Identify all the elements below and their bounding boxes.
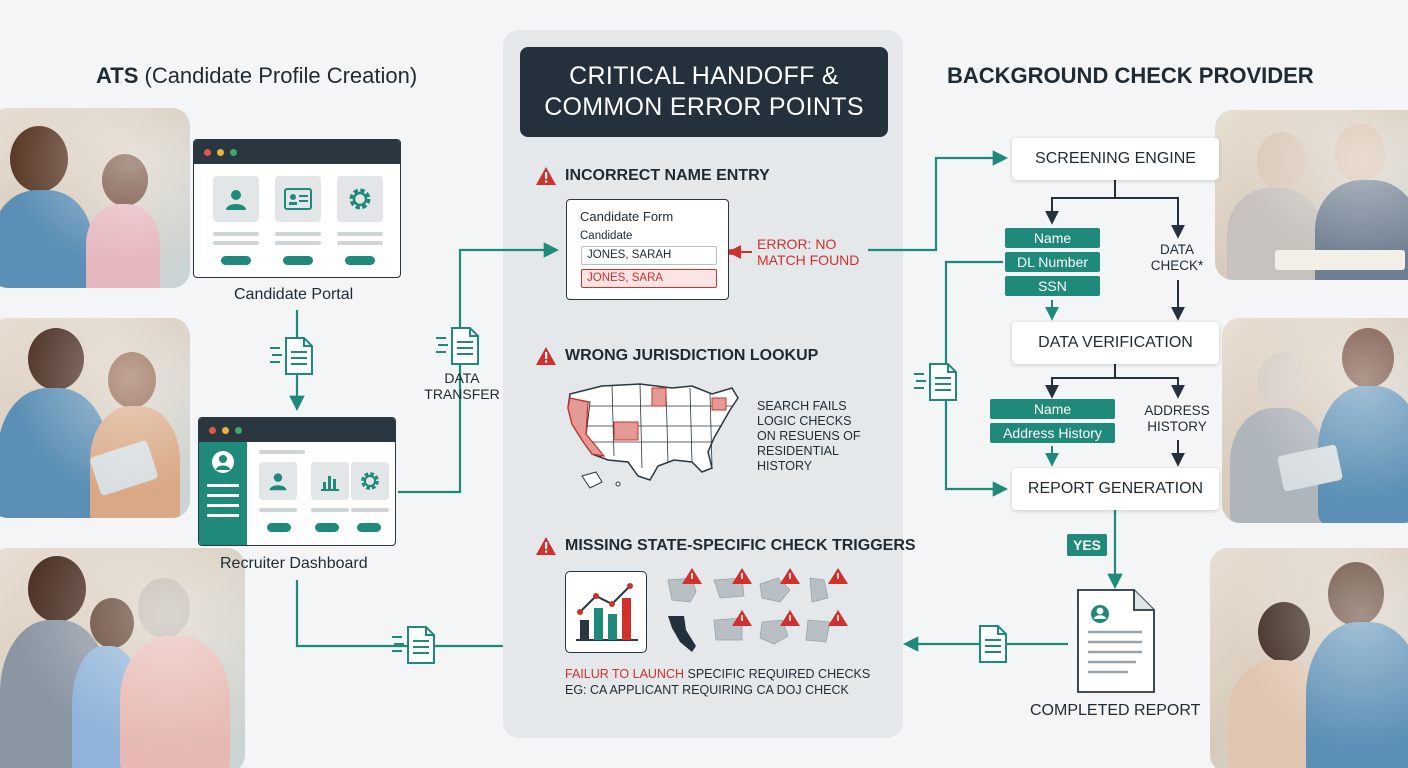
missing-state-desc-line2: EG: CA APPLICANT REQUIRING CA DOJ CHECK (565, 683, 849, 697)
missing-state-desc-red: FAILUR TO LAUNCH (565, 667, 685, 681)
error-no-match-line1: ERROR: NO (757, 236, 837, 252)
center-title-line1: CRITICAL HANDOFF & (569, 62, 839, 90)
state-shapes-grid (667, 568, 848, 652)
error-no-match-label: ERROR: NO MATCH FOUND (757, 236, 859, 268)
error-wrong-jurisdiction-heading: WRONG JURISDICTION LOOKUP (535, 346, 818, 366)
document-transfer-icon (914, 363, 957, 401)
user-icon (213, 176, 259, 222)
recruiter-dashboard-label: Recruiter Dashboard (220, 555, 368, 572)
error-incorrect-name-heading: INCORRECT NAME ENTRY (535, 166, 770, 186)
jurisdiction-desc-line3: ON RESUENS OF (757, 429, 861, 443)
document-transfer-icon (270, 337, 313, 375)
ats-title-rest: (Candidate Profile Creation) (138, 63, 418, 88)
missing-state-desc-rest: SPECIFIC REQUIRED CHECKS (684, 667, 871, 681)
tag-dl-number: DL Number (1005, 252, 1100, 272)
error2-heading-text: WRONG JURISDICTION LOOKUP (565, 347, 819, 364)
center-title: CRITICAL HANDOFF & COMMON ERROR POINTS (520, 47, 888, 137)
bar-chart-icon (565, 571, 647, 653)
data-check-line1: DATA (1159, 242, 1194, 257)
window-titlebar (194, 140, 400, 164)
document-transfer-icon (392, 626, 435, 664)
error1-heading-text: INCORRECT NAME ENTRY (565, 167, 770, 184)
id-card-icon (275, 176, 321, 222)
data-transfer-line1: DATA (444, 370, 480, 386)
error3-heading-text: MISSING STATE-SPECIFIC CHECK TRIGGERS (565, 537, 916, 554)
name-field-error[interactable]: JONES, SARA (581, 269, 717, 288)
error-missing-state-heading: MISSING STATE-SPECIFIC CHECK TRIGGERS (535, 536, 916, 556)
warning-triangle-icon (536, 537, 556, 555)
jurisdiction-desc-line1: SEARCH FAILS (757, 399, 847, 413)
candidate-portal-window (193, 139, 401, 278)
report-generation-box: REPORT GENERATION (1012, 468, 1219, 510)
error-no-match-line2: MATCH FOUND (757, 252, 860, 268)
candidate-form: Candidate Form Candidate JONES, SARAH JO… (566, 199, 729, 300)
completed-report-label: COMPLETED REPORT (1030, 702, 1201, 719)
document-transfer-icon (436, 327, 479, 365)
ats-title-bold: ATS (96, 63, 139, 88)
window-titlebar (199, 418, 395, 442)
jurisdiction-desc-line2: LOGIC CHECKS (757, 414, 852, 428)
data-check-line2: CHECK* (1150, 258, 1204, 273)
tag-name: Name (1005, 228, 1100, 248)
candidate-form-sub: Candidate (580, 230, 633, 242)
data-transfer-line2: TRANSFER (424, 386, 500, 402)
address-history-label: ADDRESS HISTORY (1137, 403, 1217, 435)
chart-icon (311, 462, 349, 500)
candidate-portal-label: Candidate Portal (234, 286, 354, 303)
missing-state-desc: FAILUR TO LAUNCH SPECIFIC REQUIRED CHECK… (565, 666, 870, 698)
gear-icon (351, 462, 389, 500)
data-transfer-label: DATA TRANSFER (412, 370, 512, 402)
photo-nurse-child (0, 108, 190, 288)
jurisdiction-desc-line4: RESIDENTIAL (757, 444, 839, 458)
tag-name-2: Name (990, 399, 1115, 419)
name-field-correct[interactable]: JONES, SARAH (581, 246, 717, 265)
photo-family-tablet (0, 548, 245, 768)
us-map-icon (567, 383, 739, 489)
warning-triangle-icon (536, 167, 556, 185)
ats-title: ATS (Candidate Profile Creation) (96, 63, 417, 89)
user-icon (259, 462, 297, 500)
candidate-form-title: Candidate Form (580, 209, 674, 224)
address-history-line1: ADDRESS (1144, 403, 1210, 418)
recruiter-dashboard-window (198, 417, 396, 546)
data-check-label: DATA CHECK* (1142, 242, 1212, 274)
completed-report-icon (1077, 589, 1155, 693)
center-title-line2: COMMON ERROR POINTS (544, 93, 864, 121)
dashboard-sidebar (199, 442, 247, 545)
photo-nurse-patient (0, 318, 190, 518)
data-verification-box: DATA VERIFICATION (1012, 322, 1219, 364)
jurisdiction-desc: SEARCH FAILS LOGIC CHECKS ON RESUENS OF … (757, 399, 861, 474)
jurisdiction-desc-line5: HISTORY (757, 459, 813, 473)
tag-ssn: SSN (1005, 276, 1100, 296)
screening-engine-box: SCREENING ENGINE (1012, 138, 1219, 180)
tag-address-history: Address History (990, 423, 1115, 443)
warning-triangle-icon (536, 347, 556, 365)
photo-seniors-puzzle (1215, 110, 1408, 280)
yes-badge: YES (1067, 534, 1107, 556)
document-transfer-icon (979, 625, 1007, 663)
photo-senior-caregiver (1210, 548, 1408, 768)
provider-title: BACKGROUND CHECK PROVIDER (947, 63, 1314, 88)
address-history-line2: HISTORY (1147, 419, 1207, 434)
photo-senior-nurse-tablet (1222, 318, 1408, 523)
gear-icon (337, 176, 383, 222)
